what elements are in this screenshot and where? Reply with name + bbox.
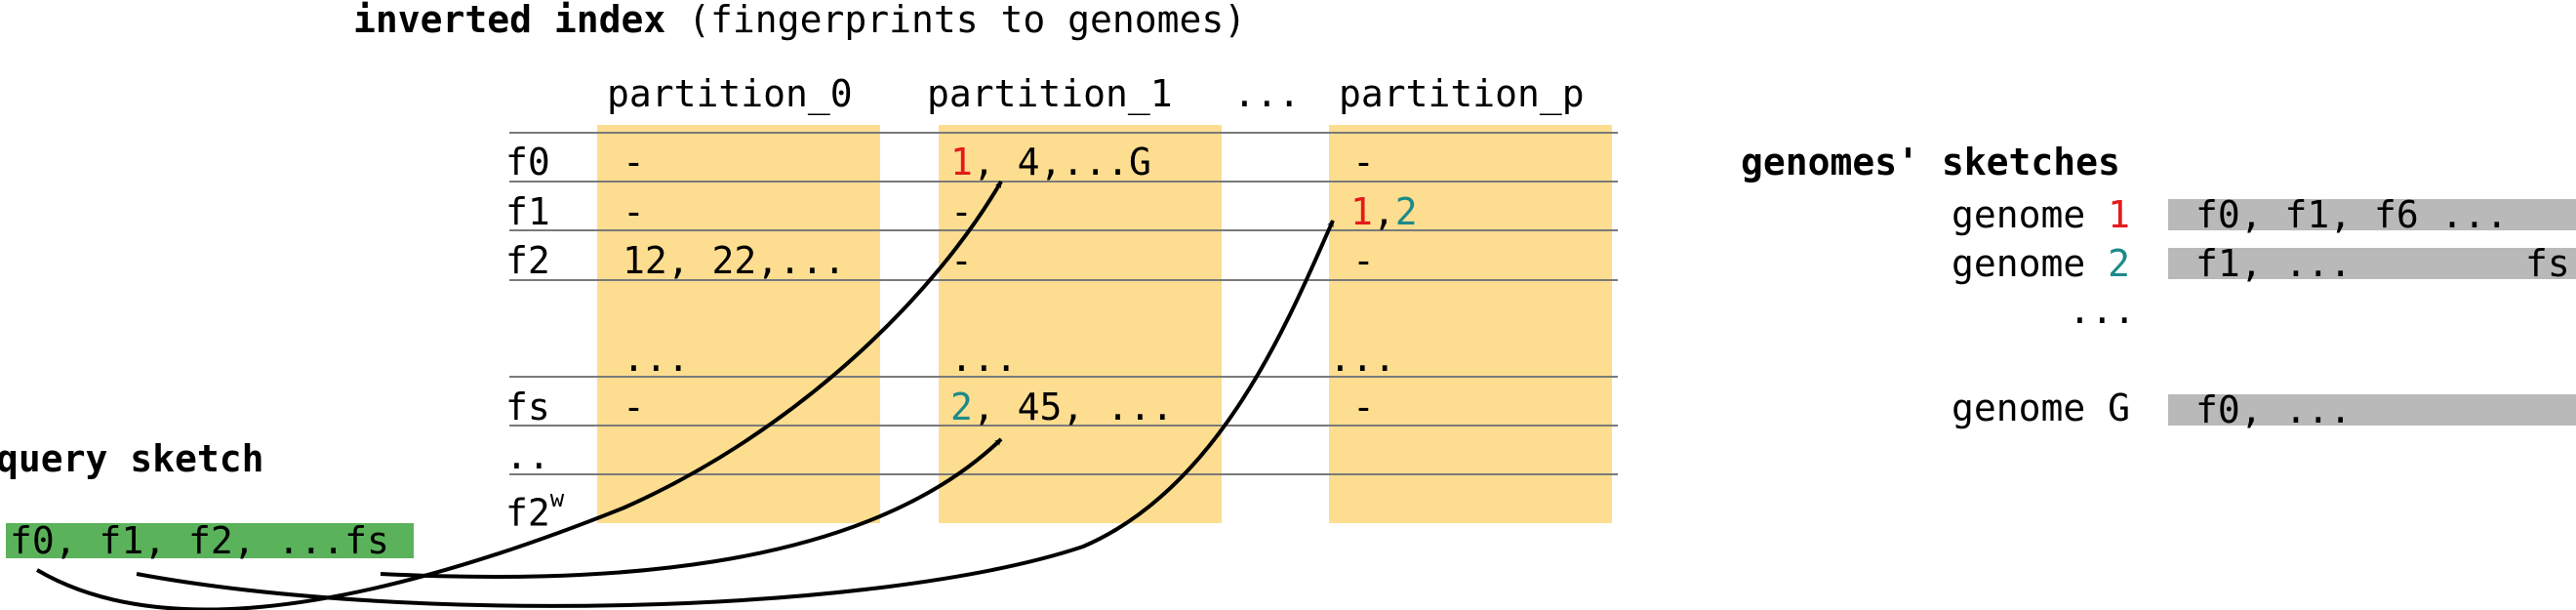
row-divider [509, 473, 1618, 475]
cell-f0-p1: 1, 4,...G [950, 139, 1151, 185]
sketches-title: genomes' sketches [1741, 141, 2120, 183]
genome-1-id: 1 [950, 141, 973, 183]
row-label-fs: fs [505, 386, 550, 428]
partition-0-column [597, 125, 880, 523]
row-divider [509, 279, 1618, 281]
arrow-f1-to-partition-p [136, 220, 1335, 608]
cell-fs-p0: - [623, 386, 645, 428]
row-divider [509, 181, 1618, 183]
genome-2-label-text: genome [1952, 242, 2109, 285]
partition-0-header: partition_0 [607, 72, 853, 115]
genome-2-label: genome 2 [1952, 240, 2130, 287]
diagram-title: inverted index (fingerprints to genomes) [353, 0, 1246, 43]
f2w-base: f2 [505, 491, 550, 535]
genome-1-id: 1 [1350, 190, 1373, 233]
arrow-f0-to-partition-1 [35, 180, 1003, 610]
cell-f2-p0: 12, 22,... [623, 239, 846, 282]
title-bold: inverted index [353, 0, 666, 41]
cell-f1-pp-sep: , [1372, 190, 1395, 233]
cell-f1-pp: 1,2 [1350, 188, 1418, 235]
row-label-f2: f2 [505, 239, 550, 282]
cell-f1-p0: - [623, 190, 645, 233]
row-label-dots: .. [505, 434, 550, 477]
partition-1-column [939, 125, 1222, 523]
query-sketch-bar [6, 523, 414, 558]
cell-f0-pp: - [1352, 141, 1375, 183]
genome-2-fingerprints: f1, ... [2195, 242, 2353, 285]
row-divider [509, 376, 1618, 378]
cell-f0-p0: - [623, 141, 645, 183]
cell-fs-p1: 2, 45, ... [950, 384, 1174, 430]
genome-G-fingerprints: f0, ... [2195, 388, 2353, 431]
genome-2-id: 2 [1394, 190, 1418, 233]
row-label-f1: f1 [505, 190, 550, 233]
partition-ellipsis: ... [1233, 72, 1301, 115]
genome-G-sketch-bar [2168, 394, 2576, 426]
genome-ellipsis: ... [2069, 289, 2136, 332]
genome-1-label: genome 1 [1952, 191, 2130, 238]
cell-f2-pp: - [1352, 239, 1375, 282]
genome-2-number: 2 [2108, 242, 2131, 285]
cell-dots-p1: ... [950, 337, 1018, 380]
query-sketch-title: query sketch [0, 437, 264, 480]
cell-f0-p1-rest: , 4,...G [972, 141, 1151, 183]
genome-2-fingerprint-end: fs [2525, 242, 2570, 285]
row-divider [509, 132, 1618, 134]
query-fingerprints: f0, f1, f2, ...fs [10, 519, 389, 562]
arrow-fs-to-partition-1 [380, 437, 1003, 579]
genome-2-id: 2 [950, 386, 973, 428]
row-label-f2w: f2w [505, 481, 564, 537]
genome-G-label: genome G [1952, 386, 2131, 429]
genome-2-sketch-bar [2168, 248, 2576, 279]
genome-1-label-text: genome [1952, 193, 2109, 236]
partition-p-column [1329, 125, 1612, 523]
cell-f1-p1: - [950, 190, 973, 233]
genome-1-sketch-bar [2168, 199, 2576, 230]
row-divider [509, 229, 1618, 231]
cell-fs-pp: - [1352, 386, 1375, 428]
cell-fs-p1-rest: , 45, ... [972, 386, 1174, 428]
partition-p-header: partition_p [1339, 72, 1585, 115]
partition-1-header: partition_1 [927, 72, 1173, 115]
cell-dots-p0: ... [623, 337, 690, 380]
genome-1-number: 1 [2108, 193, 2131, 236]
title-rest: (fingerprints to genomes) [665, 0, 1247, 41]
row-divider [509, 425, 1618, 427]
cell-dots-pp: ... [1329, 337, 1396, 380]
f2w-superscript: w [549, 485, 565, 512]
row-label-f0: f0 [505, 141, 550, 183]
genome-1-fingerprints: f0, f1, f6 ... [2195, 193, 2509, 236]
